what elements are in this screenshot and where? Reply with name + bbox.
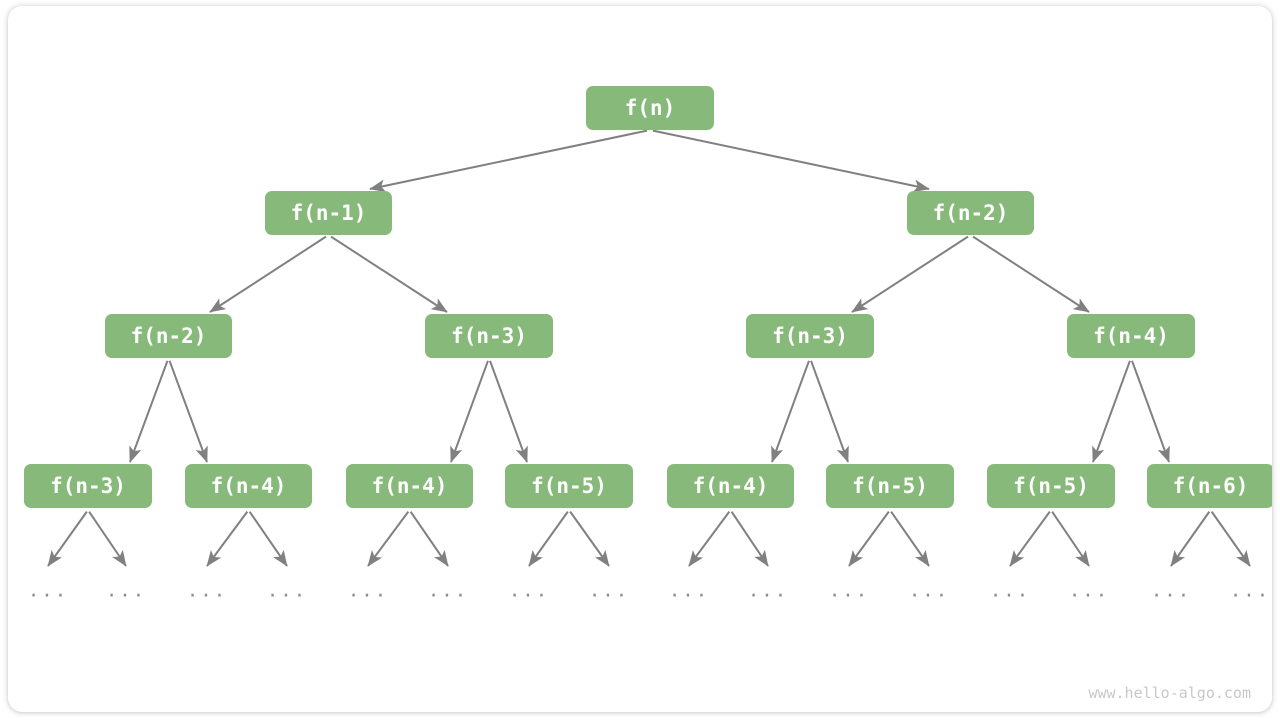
tree-node[interactable]: f(n-4): [185, 464, 312, 508]
ellipsis-layer: ........................................…: [28, 580, 1270, 602]
tree-edge: [1092, 360, 1131, 463]
tree-node-label: f(n-3): [50, 474, 126, 498]
tree-node-box: [907, 191, 1034, 235]
tree-node-label: f(n-2): [131, 324, 207, 348]
tree-edge: [489, 360, 528, 463]
tree-node-box: [746, 314, 874, 358]
tree-edge: [369, 129, 648, 193]
tree-edge-ellipsis: [688, 511, 731, 567]
edges-layer: [47, 129, 1251, 567]
tree-edge: [851, 235, 969, 313]
tree-node-label: f(n-1): [291, 201, 367, 225]
tree-node-box: [24, 464, 152, 508]
tree-edge-ellipsis: [1009, 511, 1051, 567]
tree-node[interactable]: f(n-3): [24, 464, 152, 508]
tree-node-box: [586, 86, 714, 130]
tree-node-box: [667, 464, 794, 508]
tree-node[interactable]: f(n-4): [667, 464, 794, 508]
ellipsis-node: ...: [106, 580, 146, 602]
ellipsis-node: ...: [669, 580, 709, 602]
tree-edge-ellipsis: [890, 511, 930, 567]
tree-node[interactable]: f(n-5): [826, 464, 954, 508]
ellipsis-node: ...: [509, 580, 549, 602]
tree-edge: [810, 360, 849, 463]
tree-node[interactable]: f(n-5): [505, 464, 633, 508]
tree-node-label: f(n-3): [451, 324, 527, 348]
tree-edge-ellipsis: [848, 511, 890, 567]
ellipsis-node: ...: [829, 580, 869, 602]
tree-node-label: f(n-4): [372, 474, 448, 498]
tree-edge: [129, 360, 169, 463]
tree-node[interactable]: f(n-3): [425, 314, 553, 358]
tree-edge-ellipsis: [1051, 511, 1090, 567]
tree-edge-ellipsis: [367, 511, 410, 567]
tree-node-label: f(n-5): [1013, 474, 1089, 498]
ellipsis-node: ...: [428, 580, 468, 602]
ellipsis-node: ...: [348, 580, 388, 602]
ellipsis-node: ...: [267, 580, 307, 602]
tree-node[interactable]: f(n-5): [987, 464, 1115, 508]
tree-node[interactable]: f(n-2): [907, 191, 1034, 235]
tree-node-label: f(n-5): [852, 474, 928, 498]
tree-edge-ellipsis: [88, 511, 127, 567]
ellipsis-node: ...: [1151, 580, 1191, 602]
tree-edge: [972, 235, 1090, 313]
ellipsis-node: ...: [1230, 580, 1270, 602]
tree-node-box: [185, 464, 312, 508]
tree-edge: [450, 360, 489, 463]
tree-node-box: [265, 191, 392, 235]
tree-node-label: f(n): [625, 96, 676, 120]
tree-node-label: f(n-2): [933, 201, 1009, 225]
tree-edge-ellipsis: [248, 511, 288, 567]
ellipsis-node: ...: [187, 580, 227, 602]
tree-node-label: f(n-6): [1173, 474, 1249, 498]
tree-edge-ellipsis: [528, 511, 569, 567]
tree-node-box: [346, 464, 473, 508]
tree-node-box: [1147, 464, 1272, 508]
tree-edge: [168, 360, 208, 463]
tree-node-label: f(n-4): [211, 474, 287, 498]
tree-edge-ellipsis: [206, 511, 249, 567]
ellipsis-node: ...: [589, 580, 629, 602]
tree-node-box: [826, 464, 954, 508]
tree-node-box: [105, 314, 232, 358]
tree-node-label: f(n-4): [693, 474, 769, 498]
ellipsis-node: ...: [990, 580, 1030, 602]
tree-edge-ellipsis: [47, 511, 88, 567]
tree-edge: [652, 129, 930, 193]
tree-node[interactable]: f(n-4): [1067, 314, 1195, 358]
ellipsis-node: ...: [909, 580, 949, 602]
ellipsis-node: ...: [28, 580, 68, 602]
tree-node[interactable]: f(n): [586, 86, 714, 130]
ellipsis-node: ...: [748, 580, 788, 602]
tree-node-box: [505, 464, 633, 508]
tree-node-label: f(n-4): [1093, 324, 1169, 348]
tree-edge: [1131, 360, 1170, 463]
tree-node-box: [1067, 314, 1195, 358]
tree-node[interactable]: f(n-6): [1147, 464, 1272, 508]
nodes-layer: f(n) f(n-1) f(n-2) f(n-2) f(n-3) f(n-3) f(n-4)…: [24, 86, 1272, 508]
tree-edge-ellipsis: [1170, 511, 1211, 567]
tree-node-box: [425, 314, 553, 358]
tree-node[interactable]: f(n-4): [346, 464, 473, 508]
tree-node[interactable]: f(n-2): [105, 314, 232, 358]
diagram-card: f(n) f(n-1) f(n-2) f(n-2) f(n-3) f(n-3) f(n-4)…: [8, 6, 1272, 712]
ellipsis-node: ...: [1069, 580, 1109, 602]
tree-node[interactable]: f(n-1): [265, 191, 392, 235]
recursion-tree-svg: f(n) f(n-1) f(n-2) f(n-2) f(n-3) f(n-3) f(n-4)…: [24, 86, 1272, 702]
tree-node-box: [987, 464, 1115, 508]
tree-node-label: f(n-5): [531, 474, 607, 498]
tree-node-label: f(n-3): [772, 324, 848, 348]
tree-edge-ellipsis: [730, 511, 769, 567]
tree-edge-ellipsis: [1210, 511, 1251, 567]
tree-edge: [330, 235, 448, 313]
tree-edge: [771, 360, 810, 463]
tree-edge-ellipsis: [569, 511, 610, 567]
tree-node[interactable]: f(n-3): [746, 314, 874, 358]
tree-edge-ellipsis: [409, 511, 449, 567]
watermark-label: www.hello-algo.com: [1088, 684, 1251, 702]
tree-edge: [209, 235, 327, 313]
